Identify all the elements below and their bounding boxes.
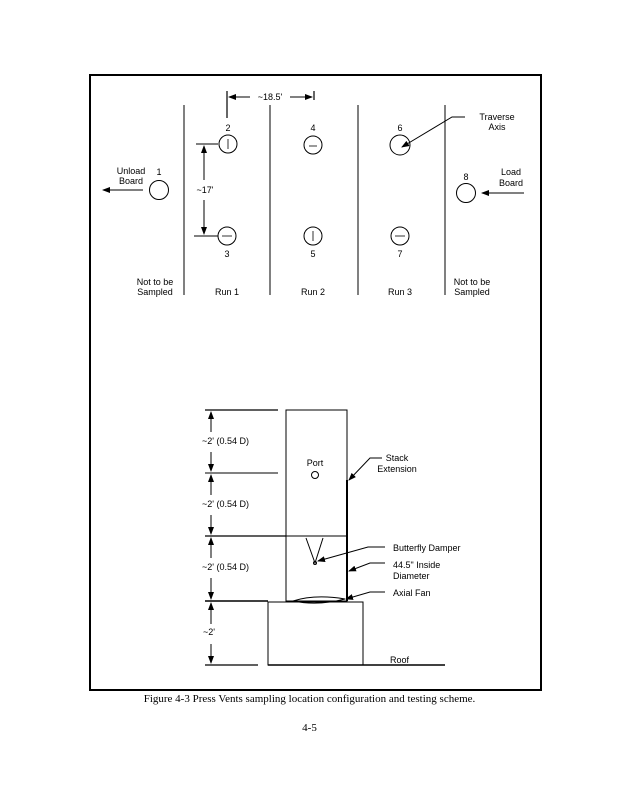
vent-5: 5 [303, 226, 323, 259]
svg-text:5: 5 [310, 249, 315, 259]
zone-label-not-sampled-right: Sampled [454, 287, 490, 297]
port-label: Port [307, 458, 324, 468]
axial-fan-pointer [345, 591, 385, 600]
zone-label-run-3: Run 3 [388, 287, 412, 297]
traverse-axis-label: Axis [488, 122, 506, 132]
butterfly-damper-label: Butterfly Damper [393, 543, 461, 553]
load-label: Load [501, 167, 521, 177]
svg-text:1: 1 [156, 167, 161, 177]
roof-housing [267, 601, 364, 666]
vent-4: 4 [303, 123, 323, 155]
vent-6: 6 [389, 123, 411, 156]
vent-8: 8 [456, 172, 476, 203]
axial-fan-label: Axial Fan [393, 588, 431, 598]
traverse-axis-pointer [401, 116, 465, 148]
stack-extension [285, 409, 348, 602]
stack-extension-pointer [348, 457, 382, 481]
page-number: 4-5 [302, 722, 317, 734]
roof-label: Roof [390, 655, 410, 665]
unload-label: Board [119, 176, 143, 186]
vent-3: 3 [217, 226, 237, 259]
stack-extension-label: Stack [386, 453, 409, 463]
svg-text:2: 2 [225, 123, 230, 133]
diameter-label: 44.5" Inside [393, 560, 440, 570]
svg-text:7: 7 [397, 249, 402, 259]
axial-fan [292, 596, 346, 604]
figure-caption: Figure 4-3 Press Vents sampling location… [143, 693, 476, 705]
vent-1: 1 [149, 167, 169, 200]
plan-view: ~18.5' ~17' 1 2 3 4 5 [102, 91, 524, 297]
figure-frame [89, 74, 542, 691]
zone-label-not-sampled-left: Sampled [137, 287, 173, 297]
load-label: Board [499, 178, 523, 188]
elevation-view: ~2' (0.54 D) ~2' (0.54 D) ~2' (0.54 D) ~… [202, 409, 461, 666]
dimension-label: ~2' (0.54 D) [202, 562, 249, 572]
traverse-axis-label: Traverse [479, 112, 514, 122]
vent-2: 2 [218, 123, 238, 154]
butterfly-damper-pointer [317, 546, 385, 563]
svg-text:8: 8 [463, 172, 468, 182]
dimension-label: ~2' (0.54 D) [202, 499, 249, 509]
svg-text:4: 4 [310, 123, 315, 133]
zone-label-not-sampled-right: Not to be [454, 277, 491, 287]
port-icon [311, 471, 319, 479]
svg-text:6: 6 [397, 123, 402, 133]
dimension-label: ~2' [203, 627, 215, 637]
zone-label-not-sampled-left: Not to be [137, 277, 174, 287]
stack-extension-label: Extension [377, 464, 417, 474]
svg-text:3: 3 [224, 249, 229, 259]
unload-label: Unload [117, 166, 146, 176]
zone-label-run-1: Run 1 [215, 287, 239, 297]
dimension-label: ~2' (0.54 D) [202, 436, 249, 446]
zone-label-run-2: Run 2 [301, 287, 325, 297]
diameter-label: Diameter [393, 571, 430, 581]
butterfly-damper [305, 537, 324, 565]
horizontal-spacing-label: ~18.5' [258, 92, 283, 102]
diameter-pointer [348, 562, 385, 572]
vent-7: 7 [390, 226, 410, 259]
vertical-spacing-label: ~17' [197, 185, 214, 195]
